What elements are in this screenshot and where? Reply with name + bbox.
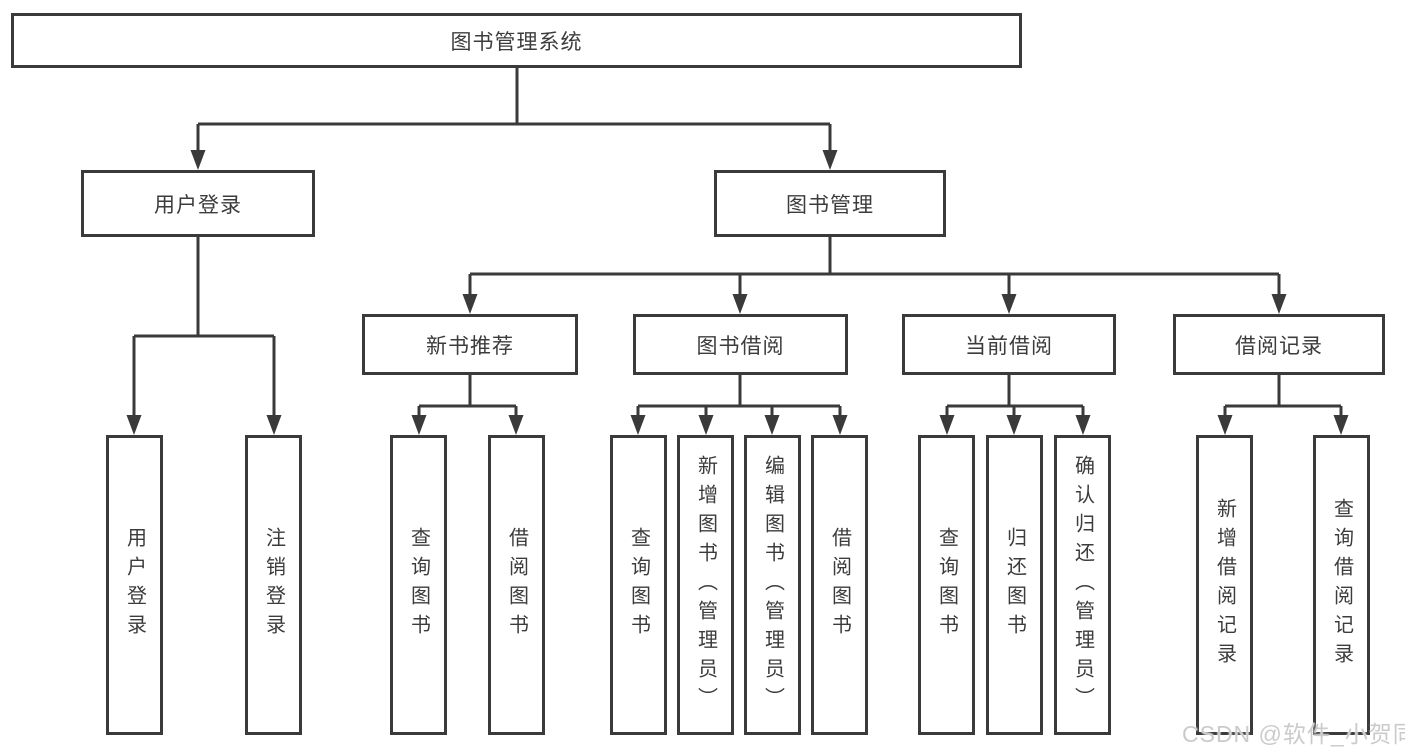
arrowhead <box>266 415 282 435</box>
arrowhead <box>832 415 848 435</box>
arrowhead <box>126 415 142 435</box>
arrowhead <box>508 415 524 435</box>
arrowhead <box>939 415 955 435</box>
arrowhead <box>1001 294 1017 314</box>
node-book-borrowing: 图书借阅 <box>633 314 848 375</box>
leaf-query-borrow-record: 查询借阅记录 <box>1313 435 1370 735</box>
leaf-borrow-books-borrowing: 借阅图书 <box>811 435 868 735</box>
arrowhead <box>630 415 646 435</box>
node-new-book-recommend: 新书推荐 <box>362 314 578 375</box>
csdn-watermark: CSDN @软件_小贺同学 <box>1182 721 1405 747</box>
leaf-borrow-books-recommend: 借阅图书 <box>488 435 545 735</box>
leaf-query-books-current: 查询图书 <box>918 435 975 735</box>
arrowhead <box>462 294 478 314</box>
node-library-management-system: 图书管理系统 <box>11 13 1022 68</box>
leaf-add-borrow-record: 新增借阅记录 <box>1196 435 1253 735</box>
arrowhead <box>1217 415 1233 435</box>
arrowhead <box>732 294 748 314</box>
node-book-management: 图书管理 <box>714 170 946 237</box>
leaf-edit-book-admin: 编辑图书（管理员） <box>744 435 801 735</box>
leaf-query-books-recommend: 查询图书 <box>390 435 447 735</box>
arrowhead <box>190 150 206 170</box>
leaf-query-books-borrowing: 查询图书 <box>610 435 667 735</box>
arrowhead <box>1075 415 1091 435</box>
arrowhead <box>1006 415 1022 435</box>
arrowhead <box>1333 415 1349 435</box>
leaf-logout-login: 注销登录 <box>245 435 302 735</box>
arrowhead <box>1271 294 1287 314</box>
arrowhead <box>411 415 427 435</box>
leaf-return-books: 归还图书 <box>986 435 1043 735</box>
arrowhead <box>822 150 838 170</box>
leaf-confirm-return-admin: 确认归还（管理员） <box>1054 435 1111 735</box>
leaf-user-login: 用户登录 <box>106 435 163 735</box>
leaf-add-book-admin: 新增图书（管理员） <box>677 435 734 735</box>
arrowhead <box>698 415 714 435</box>
node-borrowing-records: 借阅记录 <box>1173 314 1385 375</box>
node-current-borrowing: 当前借阅 <box>902 314 1116 375</box>
arrowhead <box>764 415 780 435</box>
node-user-login: 用户登录 <box>81 170 315 237</box>
